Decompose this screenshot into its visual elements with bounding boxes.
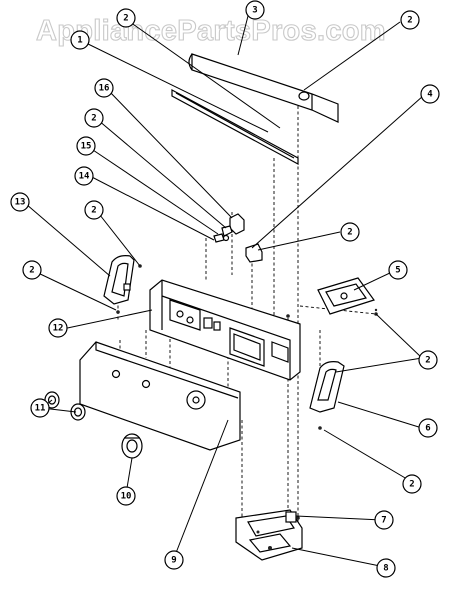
part-clips (213, 213, 245, 243)
callout-2: 2 (22, 260, 42, 280)
callout-circle (70, 30, 90, 50)
callout-label: 2 (425, 356, 430, 366)
callout-circle (48, 318, 68, 338)
callout-1: 1 (70, 30, 90, 50)
callout-label: 8 (383, 564, 388, 574)
part-bracket (245, 243, 263, 263)
callout-6: 6 (418, 418, 438, 438)
callout-label: 13 (15, 198, 26, 208)
callout-2: 2 (116, 8, 136, 28)
callout-circle (30, 398, 50, 418)
callout-14: 14 (74, 166, 94, 186)
callout-circle (400, 10, 420, 30)
callout-label: 15 (81, 142, 92, 152)
part-top-cover (188, 53, 339, 123)
callout-2: 2 (340, 222, 360, 242)
callout-4: 4 (420, 84, 440, 104)
part-timer-knob (121, 433, 143, 459)
callout-circle (74, 166, 94, 186)
callout-2: 2 (84, 200, 104, 220)
part-console-panel (149, 279, 301, 381)
callout-label: 2 (123, 14, 128, 24)
callout-label: 7 (381, 516, 386, 526)
callout-circle (388, 260, 408, 280)
callout-label: 12 (53, 324, 64, 334)
callout-circle (164, 550, 184, 570)
callout-circle (116, 8, 136, 28)
callout-15: 15 (76, 136, 96, 156)
part-knobs (44, 391, 86, 421)
callout-circle (418, 418, 438, 438)
callout-5: 5 (388, 260, 408, 280)
leader-lines (25, 15, 424, 567)
callout-circle (76, 136, 96, 156)
callout-label: 2 (407, 16, 412, 26)
callout-2: 2 (402, 474, 422, 494)
callout-circle (418, 350, 438, 370)
callout-2: 2 (400, 10, 420, 30)
callout-label: 2 (409, 480, 414, 490)
part-left-end-cap (103, 255, 135, 305)
part-right-end-cap (309, 361, 345, 413)
callout-circle (94, 78, 114, 98)
callout-label: 2 (347, 228, 352, 238)
watermark-text: AppliancePartsPros.com (36, 15, 386, 47)
callout-7: 7 (374, 510, 394, 530)
callout-label: 2 (29, 266, 34, 276)
callout-3: 3 (245, 0, 265, 20)
part-front-panel (79, 341, 241, 451)
callout-circle (340, 222, 360, 242)
callout-13: 13 (10, 192, 30, 212)
part-bottom-bracket (235, 509, 303, 561)
callout-label: 5 (395, 266, 400, 276)
callout-circle (245, 0, 265, 20)
callout-circle (376, 558, 396, 578)
callout-circle (116, 486, 136, 506)
callout-label: 2 (91, 206, 96, 216)
callout-label: 4 (427, 90, 433, 100)
callout-circle (420, 84, 440, 104)
callout-circle (84, 108, 104, 128)
callout-label: 16 (99, 84, 110, 94)
callout-label: 14 (79, 172, 90, 182)
callout-9: 9 (164, 550, 184, 570)
callout-circle (374, 510, 394, 530)
callout-2: 2 (418, 350, 438, 370)
callout-2: 2 (84, 108, 104, 128)
callout-label: 3 (252, 6, 257, 16)
callout-10: 10 (116, 486, 136, 506)
callout-11: 11 (30, 398, 50, 418)
callout-circle (402, 474, 422, 494)
callout-label: 1 (77, 36, 82, 46)
callout-label: 6 (425, 424, 430, 434)
callout-8: 8 (376, 558, 396, 578)
callout-circle (10, 192, 30, 212)
callout-circle (22, 260, 42, 280)
callout-16: 16 (94, 78, 114, 98)
callout-label: 11 (35, 404, 46, 414)
callout-label: 9 (171, 556, 176, 566)
callout-label: 2 (91, 114, 96, 124)
callout-label: 10 (121, 492, 132, 502)
callout-12: 12 (48, 318, 68, 338)
callout-circle (84, 200, 104, 220)
